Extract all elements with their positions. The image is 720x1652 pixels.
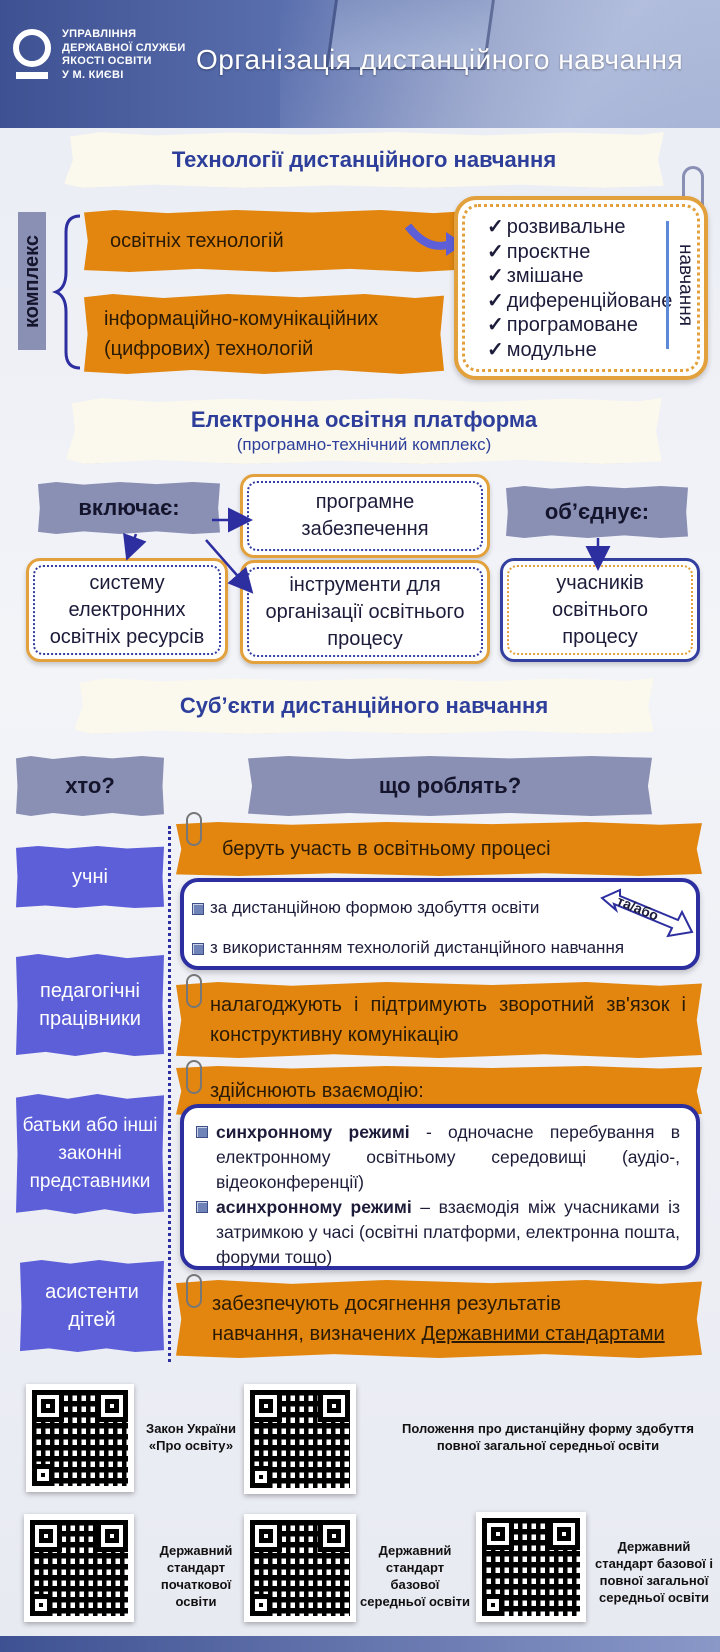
list-item: з використанням технологій дистанційного… <box>192 938 624 958</box>
list-item-text: за дистанційною формою здобуття освіти <box>210 898 540 917</box>
section2-subtitle: (програмно-технічний комплекс) <box>236 435 492 454</box>
org-name: Управління державної служби якості освіт… <box>62 28 186 82</box>
learning-types-list: розвивальне проєктне змішане диференційо… <box>487 215 697 362</box>
list-item: змішане <box>487 264 697 289</box>
qr-label: Державний стандарт початкової освіти <box>159 1543 233 1609</box>
bullet-icon <box>192 902 204 915</box>
qr-code-law[interactable] <box>26 1384 134 1492</box>
sync-mode-text: - одночасне перебування в електронному о… <box>216 1122 680 1192</box>
header <box>0 0 720 128</box>
section2-title-text: Електронна освітня платформа <box>190 407 538 432</box>
qr-code-basic-standard[interactable] <box>244 1514 356 1622</box>
resources-box: систему електронних освітніх ресурсів <box>26 558 228 662</box>
org-line: державної служби <box>62 41 186 54</box>
qr-code-regulation[interactable] <box>244 1384 356 1494</box>
async-mode-title: асинхронному режимі <box>216 1197 412 1217</box>
list-item-text: з використанням технологій дистанційного… <box>210 938 625 957</box>
tech-educational-label: освітніх технологій <box>110 229 284 252</box>
action-feedback-text: налагоджують і підтримують зворотний зв'… <box>210 994 686 1046</box>
action-ensure-text: забезпечують досягнення результатів <box>212 1293 562 1315</box>
list-item: диференційоване <box>487 289 697 314</box>
complex-label-box: комплекс <box>18 212 46 350</box>
bullet-icon <box>192 942 204 955</box>
subject-parents: батьки або інші законні представники <box>16 1094 164 1214</box>
action-participate: беруть участь в освітньому процесі <box>176 822 702 876</box>
list-item: програмоване <box>487 313 697 338</box>
subject-students: учні <box>16 846 164 908</box>
footer-bar <box>0 1636 720 1652</box>
tech-ict-label: (цифрових) технологій <box>104 338 314 360</box>
paperclip-icon <box>186 812 202 846</box>
action-ensure-text: навчання, визначених Державними стандарт… <box>212 1319 665 1349</box>
section2-title: Електронна освітня платформа (програмно-… <box>66 398 662 464</box>
qr-label: Положення про дистанційну форму здобуття… <box>402 1421 694 1453</box>
participate-details: за дистанційною формою здобуття освіти з… <box>180 878 700 970</box>
what-label: що роблять? <box>248 756 652 816</box>
software-box: програмне забезпечення <box>240 474 490 558</box>
sync-mode-title: синхронному режимі <box>216 1122 410 1142</box>
brace-icon <box>52 214 81 370</box>
paperclip-icon <box>186 974 202 1008</box>
tech-educational: освітніх технологій <box>84 210 464 272</box>
timeline-divider <box>168 826 171 1362</box>
connector-arrows <box>123 507 611 594</box>
divider <box>666 221 669 349</box>
list-item: за дистанційною формою здобуття освіти <box>192 898 539 918</box>
paperclip-icon <box>186 1060 202 1094</box>
qr-label: Державний стандарт базової середньої осв… <box>360 1543 470 1609</box>
qr-code-full-standard[interactable] <box>476 1512 586 1622</box>
qr-code-primary-standard[interactable] <box>24 1514 134 1622</box>
section3-title: Суб’єкти дистанційного навчання <box>74 678 654 734</box>
bullet-icon <box>196 1201 208 1213</box>
tools-text: інструменти для організації освітнього п… <box>247 567 483 657</box>
action-feedback: налагоджують і підтримують зворотний зв'… <box>176 982 702 1058</box>
action-ensure: забезпечують досягнення результатів навч… <box>176 1280 702 1358</box>
tech-ict-label: інформаційно-комунікаційних <box>104 308 379 330</box>
sync-mode: синхронному режимі - одночасне перебуван… <box>196 1120 680 1195</box>
page-title: Організація дистанційного навчання <box>196 44 684 75</box>
software-text: програмне забезпечення <box>247 481 483 551</box>
who-label: хто? <box>16 756 164 816</box>
async-mode: асинхронному режимі – взаємодія між учас… <box>196 1195 680 1270</box>
qr-label: Закон України «Про освіту» <box>146 1421 236 1453</box>
unites-label: об’єднує: <box>506 486 688 538</box>
logo-icon <box>13 29 51 79</box>
async-mode-text: – взаємодія між учасниками із затримкою … <box>216 1197 680 1267</box>
includes-label: включає: <box>38 482 220 534</box>
double-arrow-icon <box>600 888 694 938</box>
bullet-icon <box>196 1126 208 1138</box>
qr-label: Державний стандарт базової і повної зага… <box>594 1539 714 1605</box>
paperclip-icon <box>186 1274 202 1308</box>
list-item: модульне <box>487 338 697 363</box>
org-line: якості освіти <box>62 55 152 67</box>
subject-teachers: педагогічні працівники <box>16 954 164 1056</box>
subject-assistants: асистенти дітей <box>20 1260 164 1352</box>
list-item: розвивальне <box>487 215 697 240</box>
section1-title: Технології дистанційного навчання <box>64 132 664 188</box>
tools-box: інструменти для організації освітнього п… <box>240 560 490 664</box>
tech-ict: інформаційно-комунікаційних (цифрових) т… <box>84 294 444 374</box>
action-ensure-prefix: навчання, визначених <box>212 1323 422 1345</box>
resources-text: систему електронних освітніх ресурсів <box>33 565 221 655</box>
interaction-modes: синхронному режимі - одночасне перебуван… <box>180 1104 700 1270</box>
org-line: Управління <box>62 28 137 40</box>
learning-types-box: розвивальне проєктне змішане диференційо… <box>454 196 708 380</box>
list-item: проєктне <box>487 240 697 265</box>
org-line: у м. Києві <box>62 68 124 81</box>
state-standards-link[interactable]: Державними стандартами <box>421 1323 665 1345</box>
